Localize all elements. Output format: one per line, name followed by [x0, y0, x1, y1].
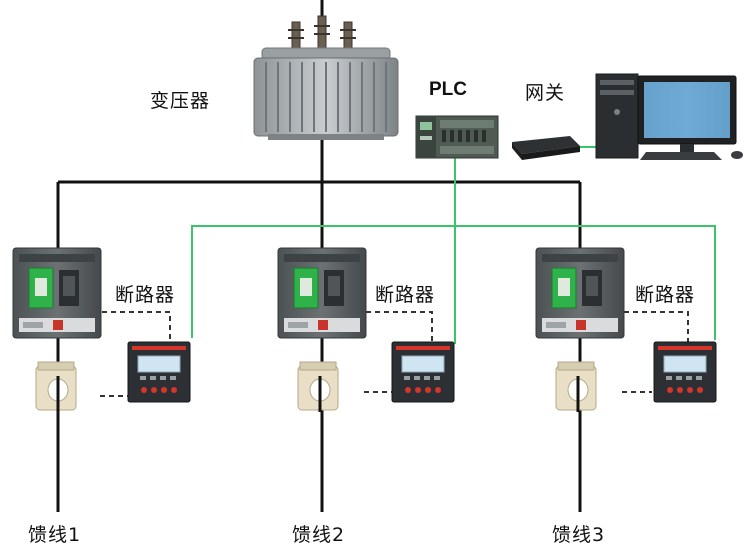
feeder-label-1: 馈线1 [28, 524, 82, 546]
feeder-label-2: 馈线2 [292, 524, 346, 546]
feeder-label-3: 馈线3 [552, 524, 606, 546]
breaker-label-1: 断路器 [115, 284, 176, 306]
circuit-breaker-icon [12, 247, 102, 339]
breaker-label-3: 断路器 [635, 284, 696, 306]
current-transformer-icon [35, 361, 77, 411]
desktop-computer-icon [595, 73, 743, 160]
power-meter-icon [653, 341, 717, 403]
comm-bus [191, 225, 716, 340]
current-transformer-icon [297, 361, 339, 411]
breaker-label-2: 断路器 [375, 284, 436, 306]
gateway-label: 网关 [525, 82, 566, 104]
power-meter-icon [391, 341, 455, 403]
comm-lines [191, 146, 716, 344]
gateway-icon [512, 136, 580, 160]
plc-label: PLC [429, 79, 467, 100]
circuit-breaker-icon [535, 247, 625, 339]
plc-module-icon [415, 115, 499, 159]
power-meter-icon [127, 341, 191, 403]
circuit-breaker-icon [277, 247, 367, 339]
transformer-icon [253, 15, 399, 140]
signal-dashes [100, 311, 689, 397]
transformer-label: 变压器 [150, 90, 211, 112]
current-transformer-icon [555, 361, 597, 411]
